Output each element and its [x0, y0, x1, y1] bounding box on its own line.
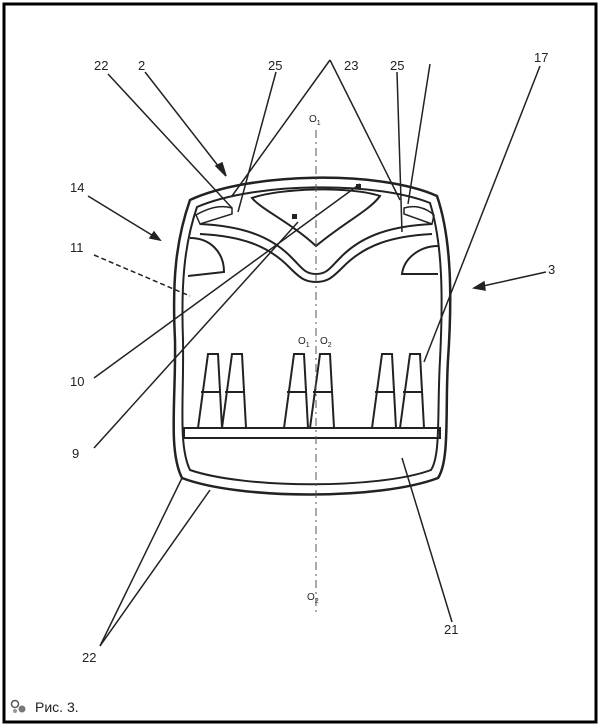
cabin-floor	[183, 427, 441, 439]
label-23: 23	[344, 58, 358, 73]
label-14: 14	[70, 180, 84, 195]
seat	[282, 353, 310, 429]
label-17: 17	[534, 50, 548, 65]
seat	[220, 353, 248, 429]
marker	[356, 184, 361, 189]
label-25-left: 25	[268, 58, 282, 73]
label-11: 11	[70, 240, 84, 255]
caption-text: Рис. 3.	[35, 699, 79, 715]
seat	[398, 353, 426, 429]
label-2: 2	[138, 58, 145, 73]
label-10: 10	[70, 374, 84, 389]
label-22-bottom: 22	[82, 650, 96, 665]
upper-v-partition	[199, 223, 433, 276]
label-25-right: 25	[390, 58, 404, 73]
label-22-top: 22	[94, 58, 108, 73]
seat	[370, 353, 398, 429]
figure-caption: Рис. 3.	[10, 696, 79, 718]
marker	[292, 214, 297, 219]
figure-icon	[10, 699, 26, 713]
label-3: 3	[548, 262, 555, 277]
upper-triangular-cell	[250, 188, 382, 248]
seat	[308, 353, 336, 429]
left-overhead-bin	[187, 237, 226, 277]
leader-lines	[87, 59, 547, 647]
axis-o1-mid: O1	[298, 336, 310, 349]
fuselage-outer-skin	[172, 176, 452, 496]
seat-group-center	[282, 353, 336, 429]
right-overhead-bin	[400, 245, 439, 275]
label-21: 21	[444, 622, 458, 637]
fuselage-inner-skin	[181, 186, 443, 486]
seat-group-left	[196, 353, 248, 429]
axis-o2-mid: O2	[320, 336, 332, 349]
label-9: 9	[72, 446, 79, 461]
left-top-cell	[195, 205, 233, 225]
axis-o1-top: O1	[309, 114, 321, 127]
right-top-cell	[403, 205, 435, 225]
axis-o2-bottom: O2	[307, 592, 319, 605]
seat-group-right	[370, 353, 426, 429]
